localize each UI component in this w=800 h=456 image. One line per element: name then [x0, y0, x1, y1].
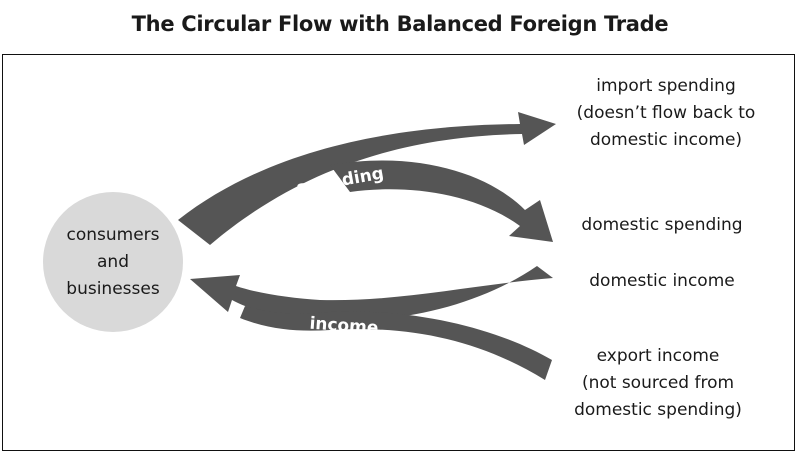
- export-income-line1: export income: [596, 346, 720, 366]
- domestic-spending-arrow: [330, 160, 553, 242]
- income-flow-label: income: [309, 314, 379, 339]
- diagram-title: The Circular Flow with Balanced Foreign …: [131, 12, 669, 36]
- node-label-line2: and: [97, 252, 129, 272]
- node-label: consumers and businesses: [43, 222, 183, 303]
- node-label-line3: businesses: [66, 279, 160, 299]
- consumers-businesses-node: [43, 192, 183, 332]
- diagram-frame: [2, 54, 795, 451]
- import-spending-line1: import spending: [596, 76, 736, 96]
- domestic-income-arrow: [190, 266, 553, 321]
- import-spending-arrow: [178, 112, 556, 245]
- domestic-income-label: domestic income: [589, 271, 735, 291]
- export-income-line3: domestic spending): [574, 400, 742, 420]
- node-label-line1: consumers: [66, 225, 160, 245]
- import-spending-line2: (doesn’t flow back to: [576, 103, 756, 123]
- import-spending-label: import spending (doesn’t flow back to do…: [556, 73, 776, 154]
- domestic-spending-label: domestic spending: [581, 215, 743, 235]
- export-income-arrow: [240, 306, 552, 380]
- export-income-label: export income (not sourced from domestic…: [548, 343, 768, 424]
- import-spending-line3: domestic income): [589, 130, 743, 150]
- export-income-line2: (not sourced from: [581, 373, 735, 393]
